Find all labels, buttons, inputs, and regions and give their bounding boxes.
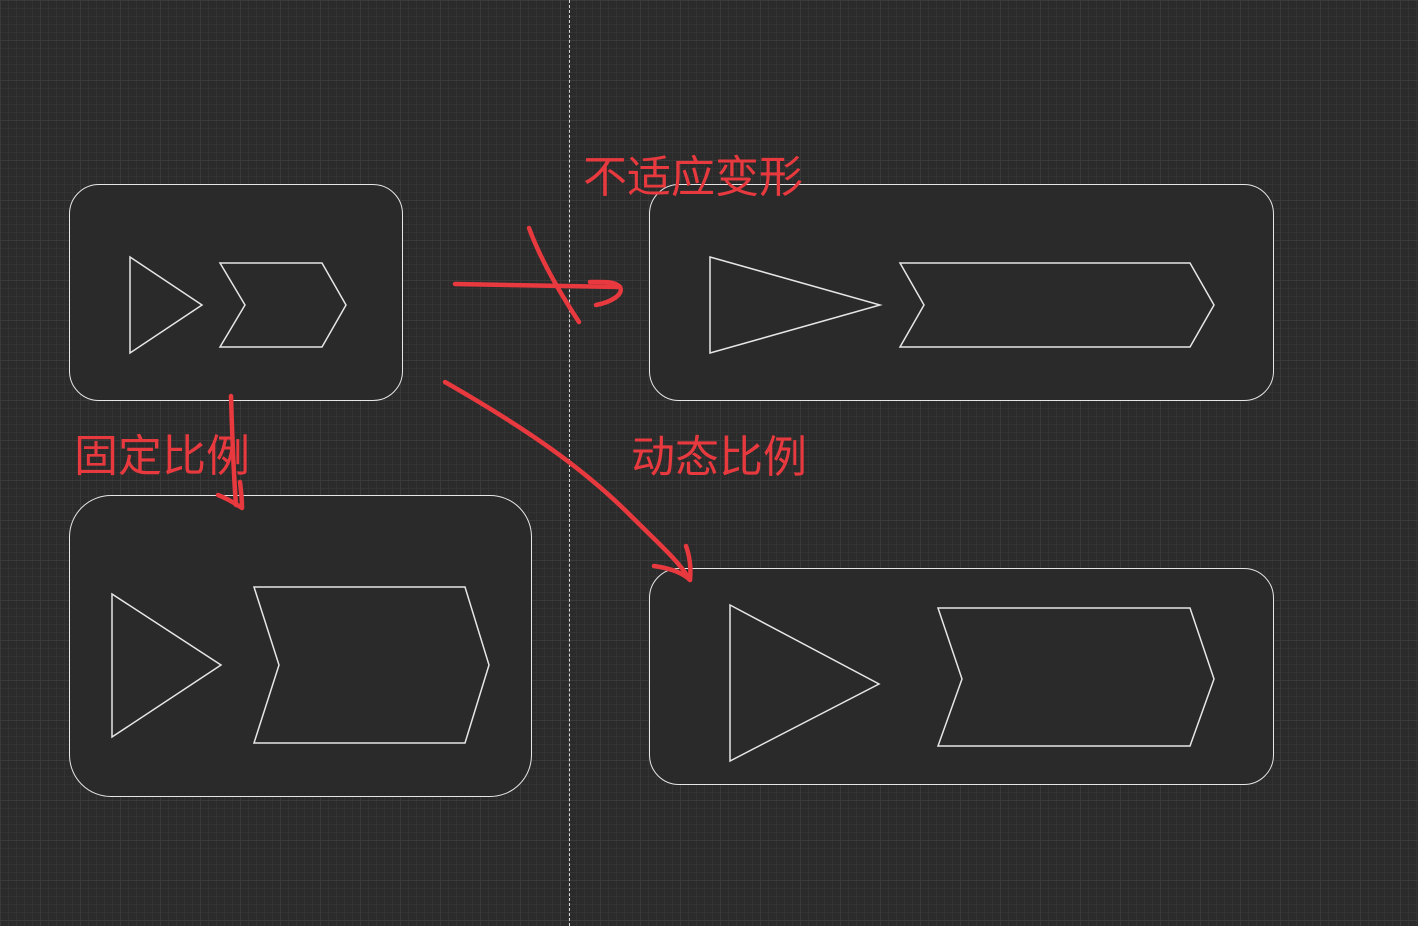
- vertical-guide-line: [569, 0, 570, 926]
- chevron-arrow-icon: [936, 607, 1215, 747]
- fixed-ratio-component-frame[interactable]: [69, 495, 532, 797]
- original-component-frame[interactable]: [69, 184, 403, 401]
- triangle-icon: [729, 603, 881, 763]
- triangle-icon: [129, 255, 204, 355]
- annotation-fixed-ratio: 固定比例: [74, 431, 250, 482]
- dynamic-ratio-component-shapes: [729, 603, 1215, 763]
- fixed-ratio-component-shapes: [111, 586, 490, 744]
- dynamic-ratio-component-frame[interactable]: [649, 568, 1274, 785]
- chevron-arrow-icon: [898, 262, 1215, 348]
- chevron-arrow-icon: [252, 586, 490, 744]
- triangle-icon: [709, 256, 883, 354]
- triangle-icon: [111, 592, 223, 739]
- annotation-no-adapt: 不适应变形: [583, 152, 803, 203]
- annotation-dynamic-ratio: 动态比例: [631, 432, 807, 483]
- no-adapt-component-shapes: [709, 256, 1215, 354]
- no-adapt-component-frame[interactable]: [649, 184, 1274, 401]
- chevron-arrow-icon: [218, 262, 347, 348]
- original-component-shapes: [129, 255, 347, 355]
